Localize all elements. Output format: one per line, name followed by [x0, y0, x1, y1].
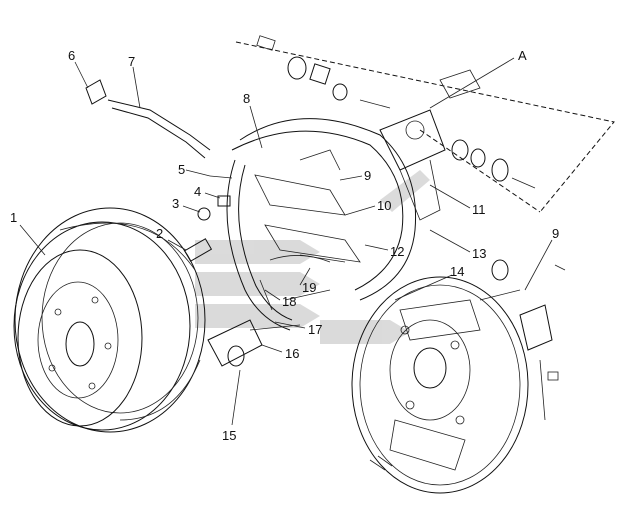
- callout-3: 3: [172, 196, 179, 211]
- callout-8: 8: [243, 91, 250, 106]
- callout-7: 7: [128, 54, 135, 69]
- callout-17: 17: [308, 322, 322, 337]
- callout-4: 4: [194, 184, 201, 199]
- callout-13: 13: [472, 246, 486, 261]
- callout-labels: 1 2 3 4 5 6 7 8 9 9 10 11 12 13 14 15 16…: [10, 48, 559, 443]
- callout-A: A: [518, 48, 527, 63]
- callout-5: 5: [178, 162, 185, 177]
- leader-lines: [19, 57, 553, 426]
- callout-12: 12: [390, 244, 404, 259]
- small-parts: [85, 79, 233, 262]
- callout-14: 14: [450, 264, 464, 279]
- callout-1: 1: [10, 210, 17, 225]
- callout-18: 18: [282, 294, 296, 309]
- callout-15: 15: [222, 428, 236, 443]
- brake-drum: [13, 207, 206, 433]
- callout-9-right: 9: [552, 226, 559, 241]
- callout-11: 11: [472, 202, 486, 217]
- callout-6: 6: [68, 48, 75, 63]
- callout-16: 16: [285, 346, 299, 361]
- watermark-logo: [195, 170, 430, 344]
- callout-2: 2: [156, 226, 163, 241]
- callout-10: 10: [377, 198, 391, 213]
- callout-9-left: 9: [364, 168, 371, 183]
- backing-plate: [351, 276, 529, 494]
- wheel-cylinder: [379, 109, 446, 221]
- adjuster-parts: [479, 259, 566, 421]
- brake-shoes: [226, 118, 417, 331]
- top-exploded-parts: [235, 35, 615, 213]
- callout-19: 19: [302, 280, 316, 295]
